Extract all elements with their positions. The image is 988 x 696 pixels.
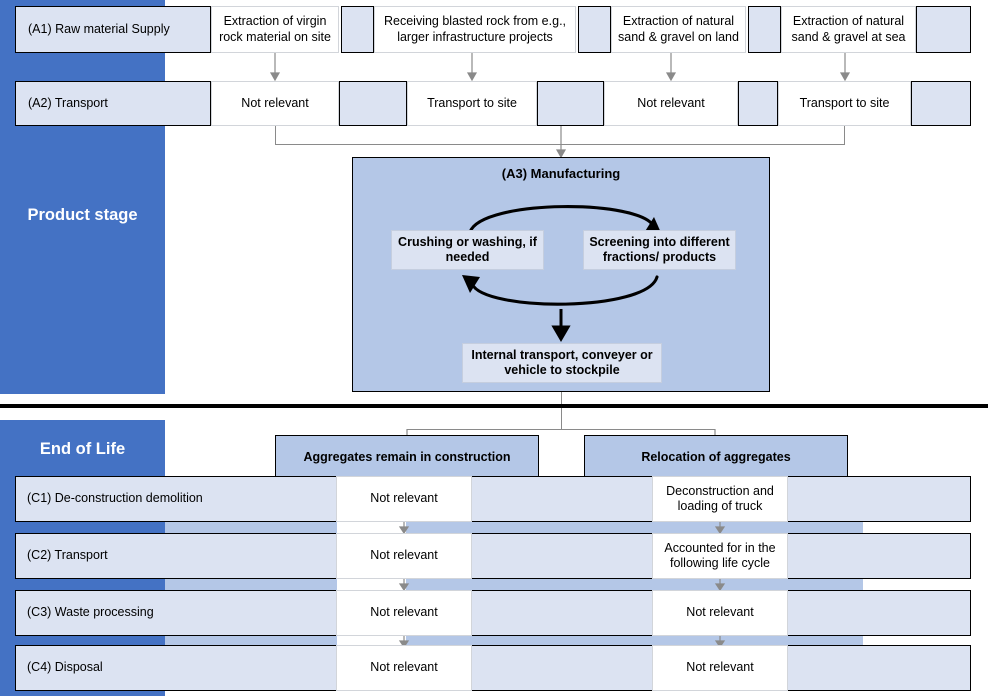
manufacturing-title: (A3) Manufacturing	[501, 166, 621, 181]
c3-cell-right-text: Not relevant	[686, 605, 754, 620]
row-label-a2-text: (A2) Transport	[28, 95, 108, 110]
a2-cell-1: Not relevant	[211, 81, 339, 126]
a3-inlet-arrow	[555, 126, 567, 159]
a1-cell-3-text: Extraction of natural sand & gravel on l…	[618, 14, 739, 44]
c3-c4-spacer-mid	[406, 636, 715, 647]
a1-cell-2: Receiving blasted rock from e.g., larger…	[374, 6, 576, 53]
a2-cell-1-text: Not relevant	[241, 95, 309, 110]
c4-cell-left: Not relevant	[336, 645, 472, 691]
c4-cell-right: Not relevant	[652, 645, 788, 691]
c3-c4-spacer-left	[165, 636, 337, 647]
a2-spacer-3	[738, 81, 778, 126]
c4-cell-left-text: Not relevant	[370, 660, 438, 675]
a2-cell-2: Transport to site	[407, 81, 537, 126]
a2-cell-4-text: Transport to site	[799, 95, 890, 110]
a3-to-eol-line	[561, 392, 563, 408]
c1-cell-right-text: Deconstruction and loading of truck	[666, 483, 774, 513]
c4-cell-right-text: Not relevant	[686, 660, 754, 675]
c1-band	[15, 476, 971, 522]
a2-spacer-1	[339, 81, 407, 126]
c1-cell-left-text: Not relevant	[370, 491, 438, 506]
a2-spacer-4	[911, 81, 971, 126]
c2-c3-spacer-right	[715, 579, 863, 590]
row-label-a1: (A1) Raw material Supply	[15, 6, 211, 53]
eol-branch-2-text: Relocation of aggregates	[641, 450, 791, 465]
c2-cell-right-text: Accounted for in the following life cycl…	[664, 540, 776, 570]
c3-to-c4-arrows	[398, 636, 726, 649]
c1-c2-spacer-mid	[406, 522, 715, 533]
c1-label: (C1) De-construction demolition	[27, 476, 327, 522]
manufacturing-step-internal-transport-text: Internal transport, conveyer or vehicle …	[471, 347, 653, 377]
a1-spacer-1	[341, 6, 374, 53]
c1-c2-spacer-right	[715, 522, 863, 533]
manufacturing-step-screening: Screening into different fractions/ prod…	[583, 230, 736, 270]
c3-label-text: (C3) Waste processing	[27, 605, 154, 620]
c3-cell-left-text: Not relevant	[370, 605, 438, 620]
c3-band	[15, 590, 971, 636]
a1-to-a2-arrows	[269, 53, 851, 82]
product-stage-label: Product stage	[27, 206, 138, 224]
c2-c3-spacer-mid	[406, 579, 715, 590]
a1-spacer-2	[578, 6, 611, 53]
c3-c4-spacer-right	[715, 636, 863, 647]
manufacturing-step-internal-transport: Internal transport, conveyer or vehicle …	[462, 343, 662, 383]
a1-cell-1: Extraction of virgin rock material on si…	[211, 6, 339, 53]
c1-c2-spacer-left	[165, 522, 337, 533]
c1-cell-left: Not relevant	[336, 476, 472, 522]
row-label-a2: (A2) Transport	[15, 81, 211, 126]
c1-cell-right: Deconstruction and loading of truck	[652, 476, 788, 522]
c2-label: (C2) Transport	[27, 533, 327, 579]
a2-cell-4: Transport to site	[778, 81, 911, 126]
c3-cell-right: Not relevant	[652, 590, 788, 636]
c2-label-text: (C2) Transport	[27, 548, 108, 563]
product-stage-sideband	[0, 0, 165, 394]
c2-cell-left-text: Not relevant	[370, 548, 438, 563]
eol-branch-2: Relocation of aggregates	[584, 435, 848, 481]
c4-label: (C4) Disposal	[27, 645, 327, 691]
c2-cell-left: Not relevant	[336, 533, 472, 579]
a1-cell-4: Extraction of natural sand & gravel at s…	[781, 6, 916, 53]
c4-band	[15, 645, 971, 691]
c4-label-text: (C4) Disposal	[27, 660, 103, 675]
a2-cell-3: Not relevant	[604, 81, 738, 126]
a2-to-a3-connector-bus	[275, 126, 845, 145]
manufacturing-step-screening-text: Screening into different fractions/ prod…	[589, 234, 730, 264]
end-of-life-label: End of Life	[39, 440, 126, 458]
c1-label-text: (C1) De-construction demolition	[27, 491, 203, 506]
a2-spacer-2	[537, 81, 604, 126]
c2-band	[15, 533, 971, 579]
a1-spacer-3	[748, 6, 781, 53]
a1-cell-1-text: Extraction of virgin rock material on si…	[219, 14, 331, 44]
c2-to-c3-arrows	[398, 579, 726, 592]
c3-label: (C3) Waste processing	[27, 590, 327, 636]
c3-cell-left: Not relevant	[336, 590, 472, 636]
manufacturing-step-crushing-text: Crushing or washing, if needed	[398, 234, 537, 264]
eol-branch-1-text: Aggregates remain in construction	[303, 450, 511, 465]
a2-cell-2-text: Transport to site	[427, 95, 517, 110]
manufacturing-step-crushing: Crushing or washing, if needed	[391, 230, 544, 270]
eol-branch-stem	[561, 408, 563, 430]
eol-branch-bar	[407, 429, 715, 431]
c2-cell-right: Accounted for in the following life cycl…	[652, 533, 788, 579]
a1-cell-4-text: Extraction of natural sand & gravel at s…	[791, 14, 906, 44]
a1-cell-3: Extraction of natural sand & gravel on l…	[611, 6, 746, 53]
stage-divider	[0, 404, 988, 408]
row-label-a1-text: (A1) Raw material Supply	[28, 21, 170, 36]
eol-branch-1: Aggregates remain in construction	[275, 435, 539, 481]
a1-spacer-4	[916, 6, 971, 53]
c2-c3-spacer-left	[165, 579, 337, 590]
c1-to-c2-arrows	[398, 522, 726, 535]
a2-cell-3-text: Not relevant	[637, 95, 705, 110]
a1-cell-2-text: Receiving blasted rock from e.g., larger…	[383, 14, 567, 44]
